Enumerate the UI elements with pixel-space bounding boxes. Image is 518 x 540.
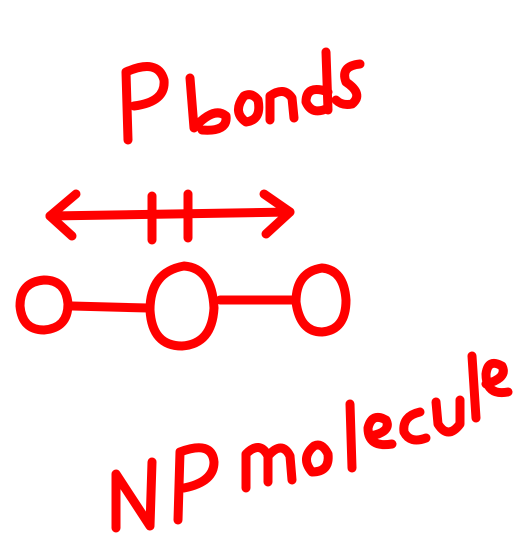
bond-left (67, 301, 153, 313)
bond-arrow (45, 189, 295, 245)
atom-center (145, 261, 219, 351)
top-label-handwriting (121, 47, 365, 145)
atom-left (15, 275, 73, 335)
atom-right (291, 263, 351, 337)
molecule-structure (15, 261, 351, 351)
bottom-label-handwriting (111, 351, 513, 533)
